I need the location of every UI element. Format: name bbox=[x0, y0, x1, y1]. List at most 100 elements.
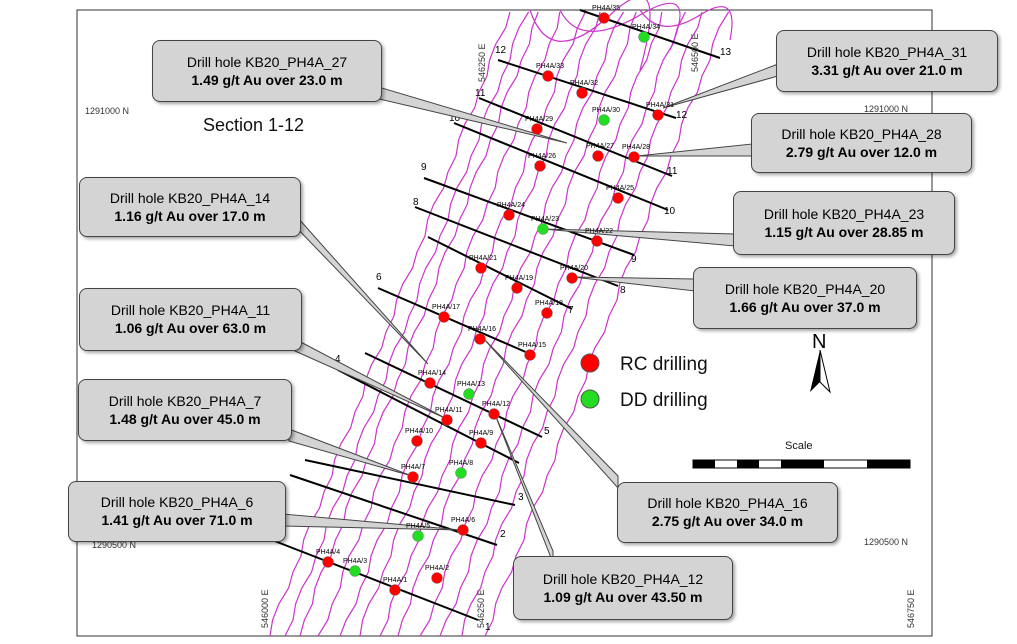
callout-ph4a-6: Drill hole KB20_PH4A_6 1.41 g/t Au over … bbox=[68, 481, 286, 542]
coord-n-1291000-left: 1291000 N bbox=[85, 106, 129, 116]
hole-label: PH4A/8 bbox=[449, 460, 473, 467]
callout-ph4a-14: Drill hole KB20_PH4A_14 1.16 g/t Au over… bbox=[79, 177, 301, 237]
hole-marker bbox=[511, 282, 523, 294]
section-line-7 bbox=[427, 236, 573, 310]
hole-marker bbox=[591, 235, 603, 247]
scale-label: Scale bbox=[785, 440, 813, 452]
geology-trace bbox=[484, 11, 730, 637]
hole-marker bbox=[457, 524, 469, 536]
section-line-11 bbox=[478, 97, 673, 177]
callout-ph4a-27: Drill hole KB20_PH4A_27 1.49 g/t Au over… bbox=[152, 40, 382, 102]
hole-marker bbox=[541, 307, 553, 319]
hole-marker bbox=[431, 572, 443, 584]
north-arrow: N bbox=[810, 331, 831, 394]
section-line-1 bbox=[271, 539, 479, 621]
geology-trace bbox=[397, 11, 637, 637]
hole-marker bbox=[534, 160, 546, 172]
hole-marker bbox=[592, 150, 604, 162]
section-line-5 bbox=[364, 352, 543, 438]
section-lines bbox=[271, 9, 721, 621]
callout-result: 1.49 g/t Au over 23.0 m bbox=[191, 71, 343, 88]
coord-n-1291000-right: 1291000 N bbox=[864, 104, 908, 114]
section-number-8: 8 bbox=[413, 197, 419, 208]
hole-label: PH4A/13 bbox=[457, 381, 485, 388]
section-number-1: 1 bbox=[485, 622, 491, 633]
hole-marker bbox=[542, 70, 554, 82]
callout-title: Drill hole KB20_PH4A_28 bbox=[781, 125, 942, 142]
callout-result: 3.31 g/t Au over 21.0 m bbox=[811, 61, 963, 78]
coord-n-1290500-right: 1290500 N bbox=[864, 537, 908, 547]
section-line-8 bbox=[414, 206, 619, 287]
hole-label: PH4A/30 bbox=[592, 107, 620, 114]
callout-title: Drill hole KB20_PH4A_12 bbox=[542, 570, 704, 587]
drill-holes: PH4A/1PH4A/2PH4A/3PH4A/4PH4A/5PH4A/6PH4A… bbox=[316, 5, 674, 596]
section-number-3: 3 bbox=[518, 492, 524, 503]
callout-result: 1.09 g/t Au over 43.50 m bbox=[543, 588, 703, 605]
geology-trace bbox=[359, 11, 601, 637]
callout-title: Drill hole KB20_PH4A_27 bbox=[186, 53, 348, 70]
hole-label: PH4A/1 bbox=[383, 577, 407, 584]
hole-marker bbox=[612, 192, 624, 204]
hole-label: PH4A/4 bbox=[316, 549, 340, 556]
legend-rc-label: RC drilling bbox=[620, 354, 708, 375]
callout-result: 1.66 g/t Au over 37.0 m bbox=[729, 298, 881, 315]
section-number-2: 2 bbox=[500, 529, 506, 540]
hole-label: PH4A/12 bbox=[482, 401, 510, 408]
hole-marker bbox=[537, 223, 549, 235]
hole-label: PH4A/5 bbox=[406, 523, 430, 530]
geology-trace bbox=[439, 11, 686, 637]
callout-title: Drill hole KB20_PH4A_14 bbox=[109, 189, 271, 206]
section-number-13: 13 bbox=[720, 47, 732, 58]
hole-marker bbox=[322, 556, 334, 568]
section-line-6 bbox=[377, 287, 536, 357]
hole-label: PH4A/31 bbox=[646, 102, 674, 109]
geology-trace bbox=[559, 2, 681, 51]
hole-label: PH4A/25 bbox=[606, 185, 634, 192]
hole-label: PH4A/3 bbox=[343, 558, 367, 565]
hole-label: PH4A/15 bbox=[518, 342, 546, 349]
hole-label: PH4A/34 bbox=[632, 24, 660, 31]
hole-marker bbox=[438, 311, 450, 323]
callout-ph4a-28: Drill hole KB20_PH4A_28 2.79 g/t Au over… bbox=[751, 113, 972, 173]
hole-label: PH4A/10 bbox=[405, 428, 433, 435]
north-label: N bbox=[812, 331, 826, 353]
callout-title: Drill hole KB20_PH4A_16 bbox=[647, 495, 808, 511]
scale-bar: Scale bbox=[692, 440, 911, 469]
section-number-10-end: 10 bbox=[664, 206, 676, 217]
section-number-11: 11 bbox=[475, 88, 486, 99]
section-number-7: 7 bbox=[568, 305, 574, 316]
coord-e-546250-top: 546250 E bbox=[477, 43, 487, 82]
coord-n-1290500-left: 1290500 N bbox=[92, 540, 136, 550]
callout-title: Drill hole KB20_PH4A_7 bbox=[108, 392, 262, 409]
hole-label: PH4A/9 bbox=[469, 430, 493, 437]
callout-title: Drill hole KB20_PH4A_6 bbox=[100, 494, 254, 510]
hole-label: PH4A/23 bbox=[531, 216, 559, 223]
callout-result: 1.16 g/t Au over 17.0 m bbox=[114, 207, 266, 224]
hole-marker bbox=[474, 333, 486, 345]
hole-marker bbox=[389, 584, 401, 596]
hole-marker bbox=[503, 209, 515, 221]
hole-marker bbox=[531, 123, 543, 135]
hole-label: PH4A/18 bbox=[535, 300, 563, 307]
hole-label: PH4A/21 bbox=[469, 255, 497, 262]
hole-label: PH4A/2 bbox=[425, 565, 449, 572]
hole-marker bbox=[628, 151, 640, 163]
section-number-6: 6 bbox=[376, 272, 382, 283]
geology-trace bbox=[529, 0, 651, 71]
callout-result: 1.06 g/t Au over 63.0 m bbox=[114, 320, 267, 336]
callout-ph4a-11: Drill hole KB20_PH4A_11 1.06 g/t Au over… bbox=[79, 288, 302, 351]
hole-label: PH4A/11 bbox=[435, 407, 463, 414]
section-number-9: 9 bbox=[421, 162, 427, 173]
callout-result: 2.79 g/t Au over 12.0 m bbox=[785, 143, 938, 160]
hole-marker bbox=[566, 272, 578, 284]
hole-marker bbox=[407, 471, 419, 483]
section-number-5: 5 bbox=[544, 426, 550, 437]
callout-ph4a-16: Drill hole KB20_PH4A_16 2.75 g/t Au over… bbox=[617, 482, 838, 543]
leader-line-8 bbox=[482, 337, 619, 490]
section-number-12-end: 12 bbox=[676, 110, 688, 121]
geology-trace bbox=[639, 6, 733, 41]
hole-label: PH4A/22 bbox=[585, 228, 613, 235]
hole-marker bbox=[475, 262, 487, 274]
legend-rc-dot bbox=[580, 353, 600, 373]
coord-e-546750-bottom: 546750 E bbox=[906, 589, 916, 628]
